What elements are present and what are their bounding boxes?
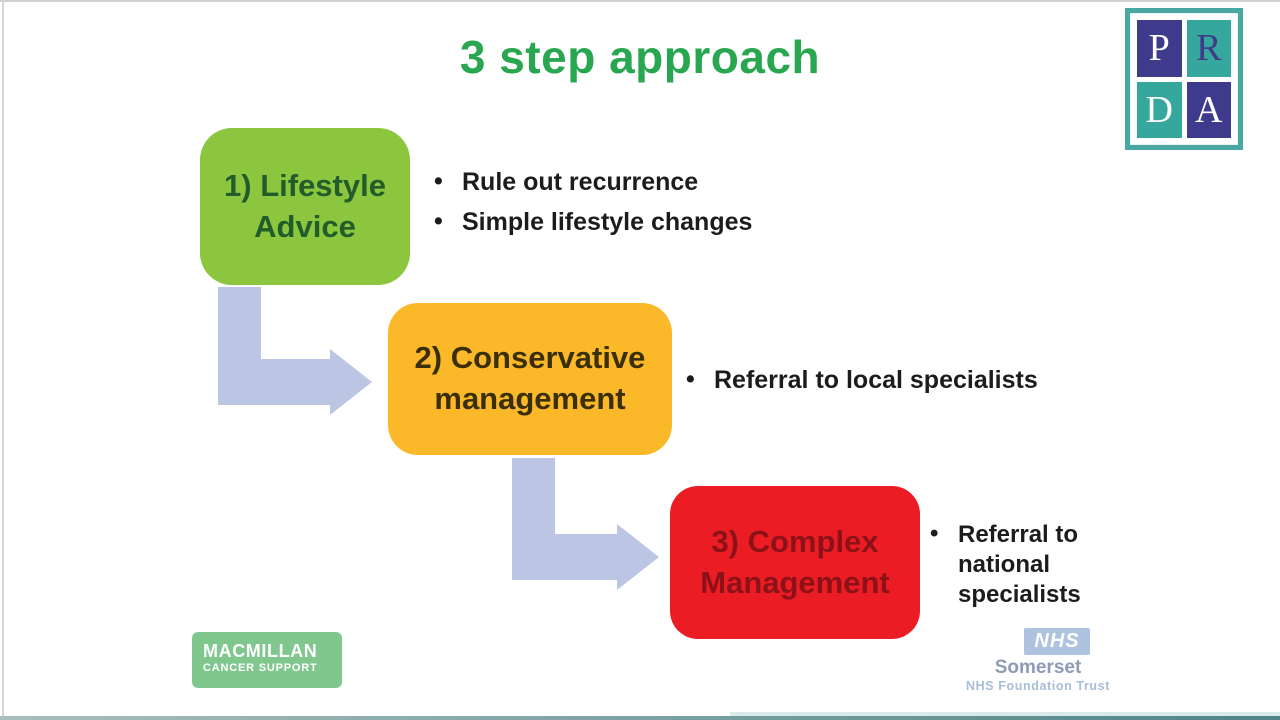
prda-letter-r: R	[1186, 20, 1231, 77]
nhs-logo: NHS Somerset NHS Foundation Trust	[938, 628, 1138, 694]
step3-label-line1: 3) Complex	[711, 523, 879, 559]
step1-box-lifestyle-advice: 1) Lifestyle Advice	[200, 128, 410, 285]
top-edge-line	[0, 0, 1280, 2]
step2-label-line2: management	[434, 381, 626, 416]
bottom-edge-band	[729, 712, 1280, 717]
arrow-horizontal-segment	[218, 359, 330, 405]
prda-letter-p: P	[1137, 20, 1182, 77]
prda-letter-d: D	[1137, 81, 1182, 138]
prda-logo-grid: P R D A	[1137, 20, 1231, 138]
bullet-item: Rule out recurrence	[432, 161, 777, 202]
step1-label-line2: Advice	[254, 208, 356, 244]
macmillan-wordmark: MACMILLAN	[203, 641, 318, 661]
arrow-head-icon	[617, 524, 659, 590]
prda-letter-a: A	[1186, 81, 1231, 138]
bullet-item: Simple lifestyle changes	[432, 201, 777, 242]
nhs-trust-name: Somerset	[994, 657, 1082, 678]
step2-bullet-list: Referral to local specialists	[684, 361, 1074, 398]
left-edge-line	[2, 0, 4, 720]
macmillan-tagline: CANCER SUPPORT	[203, 662, 318, 674]
slide-title: 3 step approach	[459, 31, 821, 83]
bullet-item: Referral to local specialists	[684, 361, 1074, 398]
nhs-lozenge: NHS	[1024, 628, 1090, 655]
bullet-item: Referral to national specialists	[928, 519, 1108, 610]
step2-box-conservative-management: 2) Conservative management	[388, 303, 672, 455]
step3-bullet-list: Referral to national specialists	[928, 519, 1108, 610]
arrow-horizontal-segment	[512, 534, 617, 580]
step1-label-line1: 1) Lifestyle	[224, 167, 386, 203]
step3-label-line2: Management	[700, 564, 890, 600]
arrow-head-icon	[330, 349, 372, 415]
step3-box-complex-management: 3) Complex Management	[670, 486, 920, 639]
step2-label-line1: 2) Conservative	[414, 340, 646, 376]
prda-logo: P R D A	[1125, 8, 1243, 150]
bottom-edge-line	[0, 716, 1280, 720]
nhs-trust-subtitle: NHS Foundation Trust	[966, 679, 1110, 693]
nhs-wordmark: NHS	[1034, 630, 1080, 652]
step1-bullet-list: Rule out recurrence Simple lifestyle cha…	[432, 161, 777, 242]
macmillan-logo: MACMILLAN CANCER SUPPORT	[192, 632, 342, 688]
